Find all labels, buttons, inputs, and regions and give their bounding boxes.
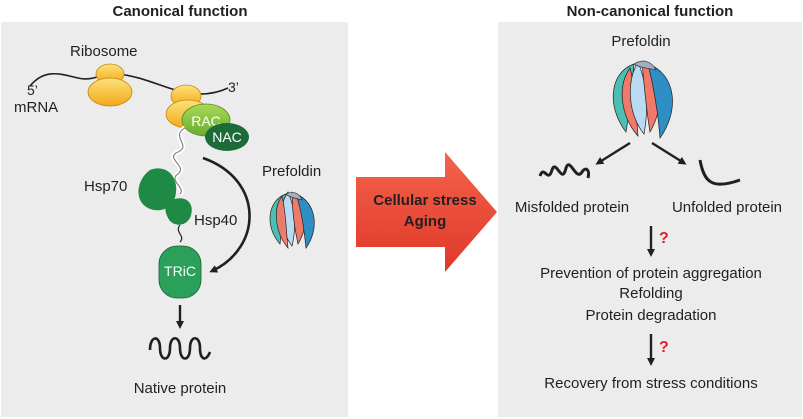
misfolded-protein-shape bbox=[538, 163, 590, 179]
hsp70-chaperone bbox=[138, 168, 177, 211]
label-ribosome: Ribosome bbox=[70, 43, 138, 60]
canonical-heading: Canonical function bbox=[113, 3, 248, 20]
label-three-prime: 3’ bbox=[228, 79, 239, 95]
chain-transfer-arrow bbox=[202, 156, 251, 273]
label-rac: RAC bbox=[191, 113, 221, 129]
label-hsp40: Hsp40 bbox=[194, 212, 237, 229]
stress-line-1: Cellular stress bbox=[373, 192, 476, 209]
label-prefoldin-noncanonical: Prefoldin bbox=[611, 33, 670, 50]
stress-line-2: Aging bbox=[404, 213, 447, 230]
label-prefoldin-canonical: Prefoldin bbox=[262, 163, 321, 180]
prefoldin-noncanonical-icon bbox=[612, 60, 673, 139]
outcome-1: Prevention of protein aggregation bbox=[540, 265, 762, 282]
ribosome-1 bbox=[87, 63, 133, 107]
question-mark-1: ? bbox=[659, 230, 669, 247]
noncanonical-heading: Non-canonical function bbox=[567, 3, 734, 20]
nac-complex: NAC bbox=[205, 123, 249, 151]
prefoldin-canonical-icon bbox=[269, 191, 315, 250]
arrow-to-unfolded bbox=[651, 141, 687, 165]
native-protein-shape bbox=[148, 337, 212, 360]
question-mark-2: ? bbox=[659, 339, 669, 356]
label-mrna: mRNA bbox=[14, 99, 58, 116]
label-native-protein: Native protein bbox=[134, 380, 227, 397]
label-five-prime: 5’ bbox=[27, 82, 38, 98]
stress-arrow: Cellular stress Aging bbox=[356, 152, 497, 272]
arrow-to-misfolded bbox=[595, 141, 631, 165]
outcome-3: Protein degradation bbox=[586, 307, 717, 324]
tric-chaperonin: TRiC bbox=[158, 245, 202, 299]
hsp40-chaperone bbox=[165, 198, 192, 225]
label-hsp70: Hsp70 bbox=[84, 178, 127, 195]
label-tric: TRiC bbox=[164, 263, 196, 279]
unfolded-protein-shape bbox=[698, 159, 741, 186]
outcome-2: Refolding bbox=[619, 285, 682, 302]
label-unfolded: Unfolded protein bbox=[672, 199, 782, 216]
label-misfolded: Misfolded protein bbox=[515, 199, 629, 216]
label-recovery: Recovery from stress conditions bbox=[544, 375, 757, 392]
label-nac: NAC bbox=[212, 129, 242, 145]
